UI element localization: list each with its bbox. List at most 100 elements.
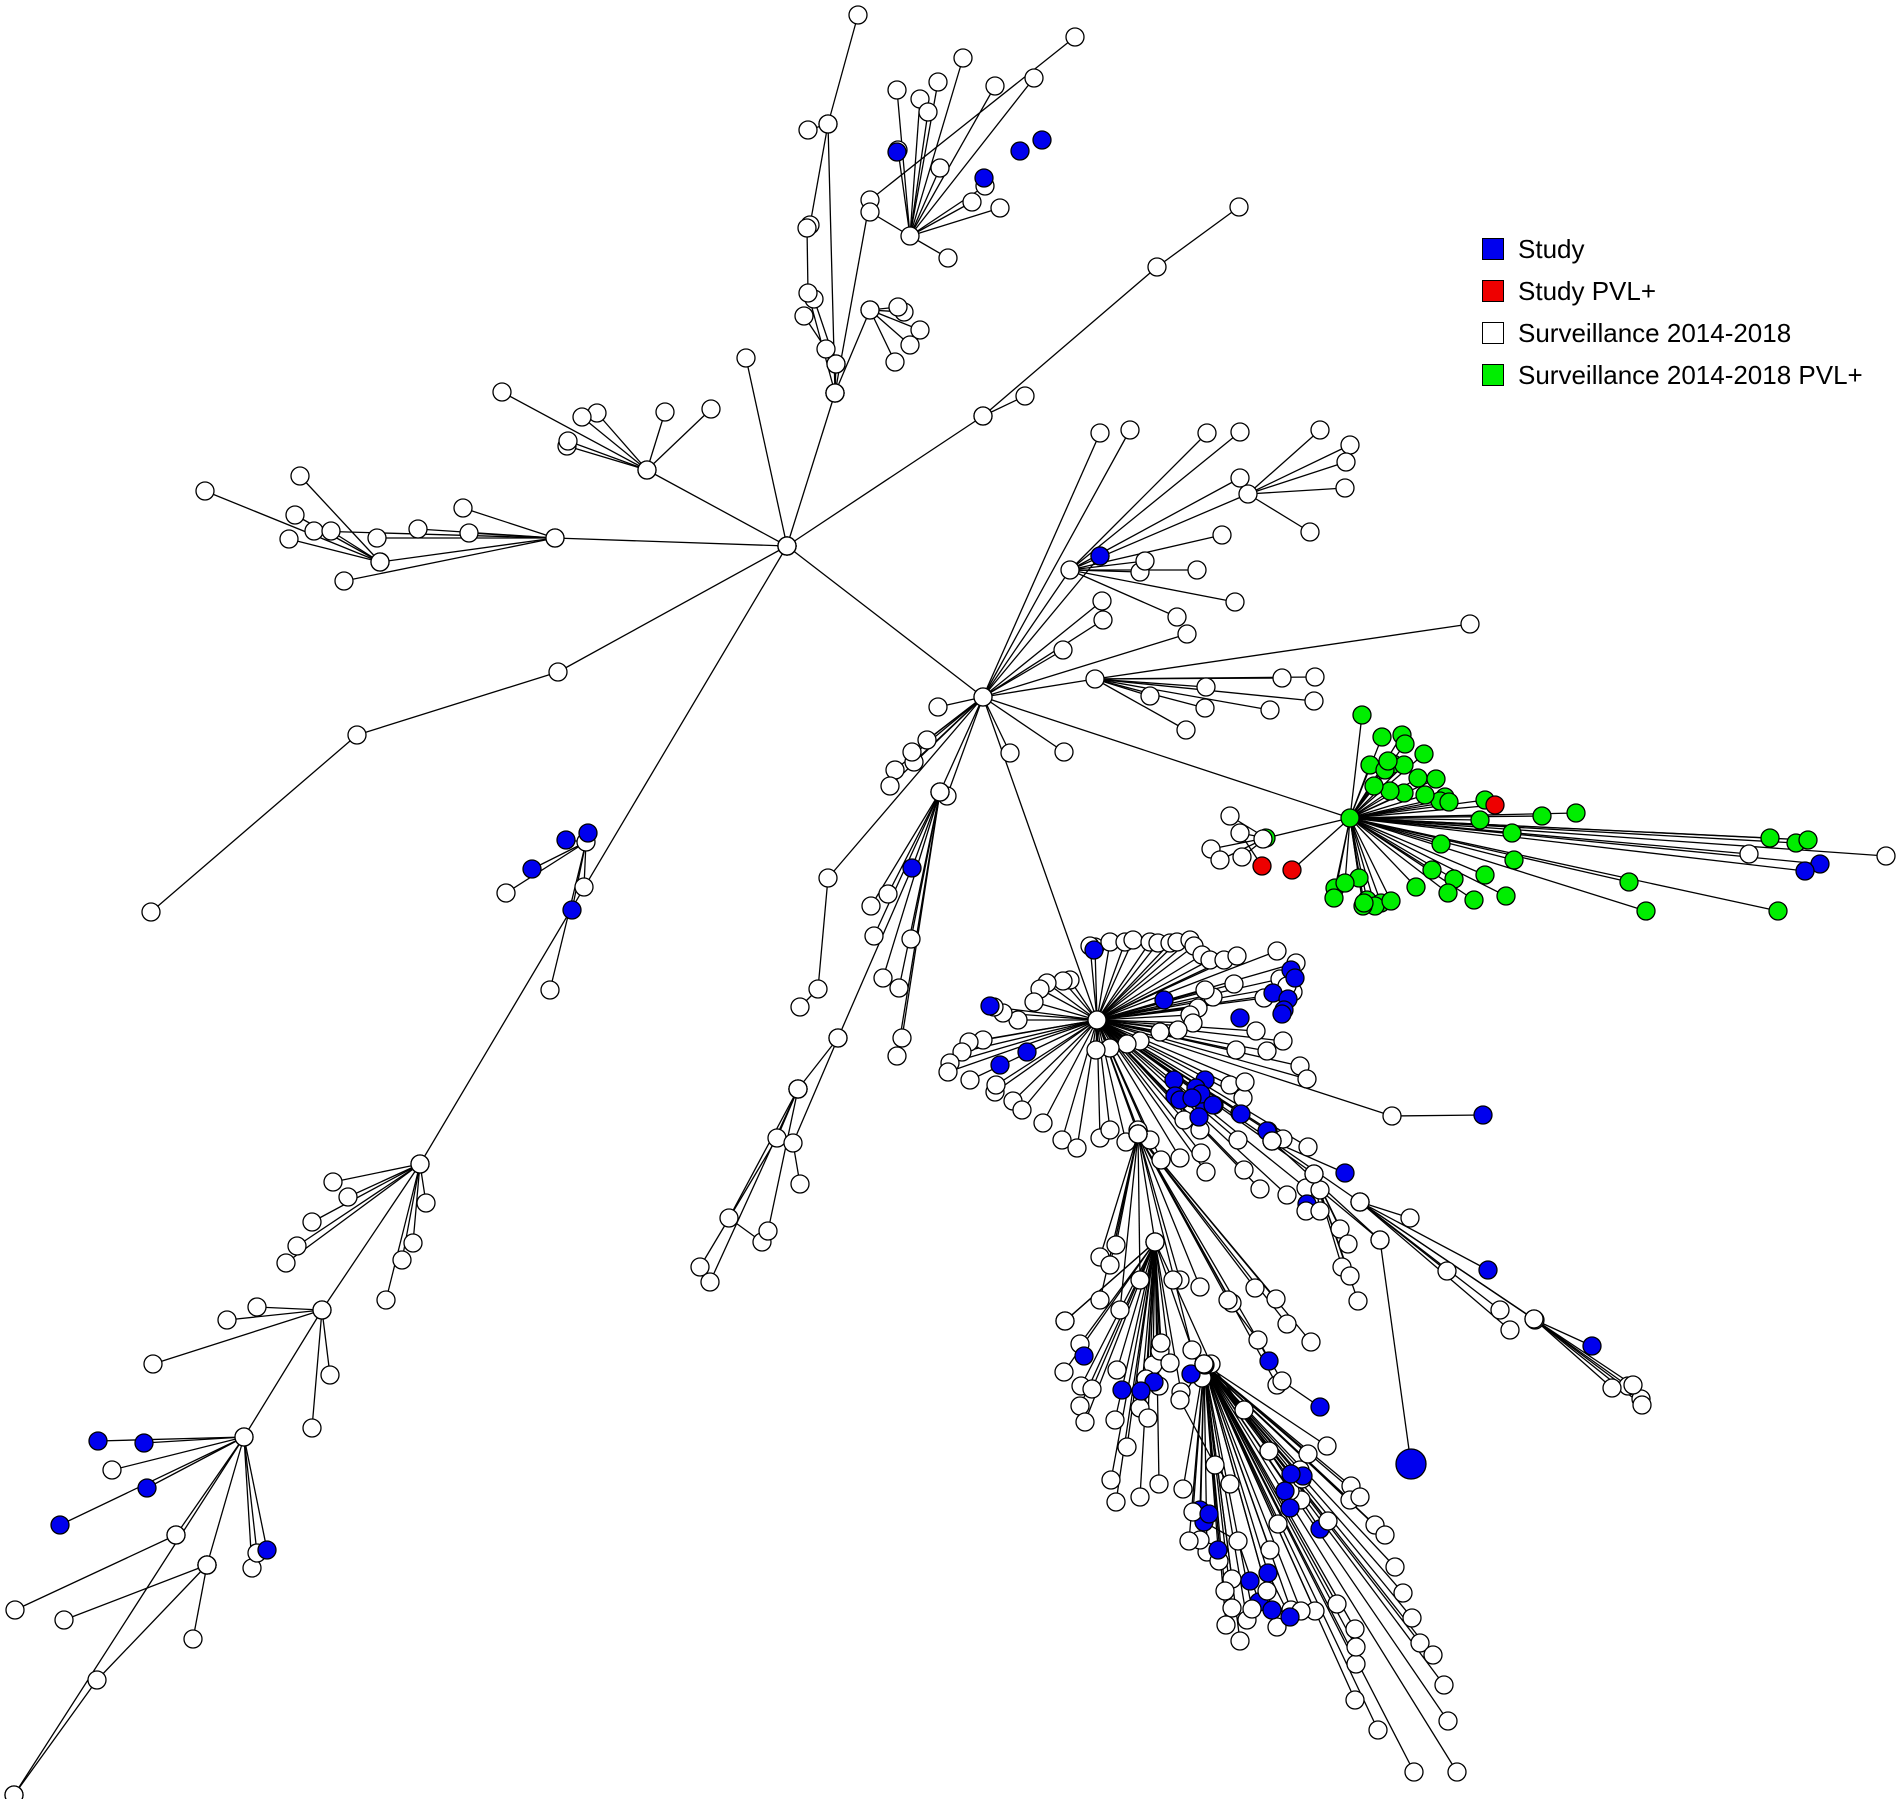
study-node — [257, 1540, 277, 1560]
surveillance-node — [1222, 1598, 1242, 1618]
surveillance-node — [217, 1310, 237, 1330]
surveillance-node — [1090, 1290, 1110, 1310]
surveillance-node — [1151, 1333, 1171, 1353]
surveillance-node — [873, 968, 893, 988]
surveillance-node — [1346, 1637, 1366, 1657]
study-node — [1189, 1107, 1209, 1127]
surveillance-node — [285, 505, 305, 525]
surveillance-node — [798, 120, 818, 140]
tree-nodes — [4, 5, 1896, 1799]
study-node — [1259, 1351, 1279, 1371]
tree-edge — [646, 411, 666, 471]
tree-edge — [646, 469, 788, 547]
tree-edge — [419, 545, 788, 1165]
surveillance-node — [816, 339, 836, 359]
tree-edge — [1349, 817, 1486, 876]
surveillance-node — [790, 997, 810, 1017]
surveillance-node — [826, 354, 846, 374]
surveillance-node — [736, 348, 756, 368]
tree-edge — [1096, 941, 1126, 1021]
surveillance-node — [900, 226, 920, 246]
surveillance-node — [496, 883, 516, 903]
tree-edge — [1116, 1241, 1156, 1371]
legend-item-surveillance: Surveillance 2014-2018 — [1482, 312, 1863, 354]
tree-edge — [1064, 1241, 1156, 1322]
tree-edge — [1247, 429, 1321, 495]
surveillance-node — [1350, 1487, 1370, 1507]
tree-edge — [192, 1564, 208, 1640]
study-node — [137, 1478, 157, 1498]
surveillance-node — [1238, 484, 1258, 504]
tree-edge — [1096, 1019, 1111, 1131]
surveillance-node — [1277, 1314, 1297, 1334]
tree-edge — [1096, 941, 1151, 1021]
study-node — [1275, 1481, 1295, 1501]
tree-edge — [1096, 1014, 1191, 1021]
tree-edge — [347, 1163, 421, 1198]
surveillance-node — [889, 978, 909, 998]
surveillance-pvl-node — [1414, 744, 1434, 764]
surveillance-node — [1228, 1531, 1248, 1551]
tree-edge — [1359, 1201, 1536, 1321]
surveillance-node — [1107, 1360, 1127, 1380]
surveillance-node — [1105, 1410, 1125, 1430]
surveillance-node — [1335, 478, 1355, 498]
tree-edge — [1033, 1001, 1098, 1021]
surveillance-node — [1170, 1390, 1190, 1410]
tree-edge — [1349, 799, 1486, 819]
surveillance-pvl-node — [1352, 705, 1372, 725]
surveillance-node — [323, 1172, 343, 1192]
surveillance-node — [1110, 1300, 1130, 1320]
surveillance-node — [1082, 1379, 1102, 1399]
tree-edge — [1172, 1279, 1212, 1365]
study-node — [1164, 1070, 1184, 1090]
surveillance-node — [1052, 1130, 1072, 1150]
surveillance-node — [1190, 1277, 1210, 1297]
tree-edge — [1203, 1363, 1379, 1731]
surveillance-node — [719, 1208, 739, 1228]
surveillance-pvl-node — [1340, 808, 1360, 828]
surveillance-node — [1092, 591, 1112, 611]
tree-edge — [1349, 817, 1779, 912]
surveillance-pvl-node — [1406, 877, 1426, 897]
surveillance-node — [1216, 1615, 1236, 1635]
surveillance-node — [952, 1042, 972, 1062]
tree-edge — [982, 633, 1188, 698]
surveillance-node — [1138, 1408, 1158, 1428]
tree-edge — [792, 1037, 839, 1144]
surveillance-node — [1327, 1594, 1347, 1614]
tree-edge — [1203, 1363, 1269, 1574]
tree-edge — [982, 555, 1101, 698]
surveillance-node — [1130, 1270, 1150, 1290]
tree-edge — [806, 227, 809, 294]
surveillance-node — [1147, 257, 1167, 277]
surveillance-node — [1151, 1150, 1171, 1170]
study-node — [1203, 1095, 1223, 1115]
surveillance-node — [234, 1427, 254, 1447]
surveillance-node — [1191, 1143, 1211, 1163]
surveillance-node — [1368, 1720, 1388, 1740]
tree-edge — [1349, 817, 1806, 872]
tree-edge — [1137, 1133, 1181, 1281]
tree-edge — [1096, 959, 1211, 1021]
tree-edge — [982, 429, 1131, 698]
surveillance-node — [1230, 422, 1250, 442]
surveillance-node — [880, 776, 900, 796]
legend-swatch-surveillance-pvl — [1482, 364, 1504, 386]
tree-edge — [982, 432, 1101, 698]
surveillance-node — [183, 1629, 203, 1649]
surveillance-node — [1054, 742, 1074, 762]
study-node — [50, 1515, 70, 1535]
tree-edge — [898, 791, 941, 989]
tree-edge — [1349, 817, 1771, 839]
tree-edge — [379, 537, 556, 563]
tree-edge — [911, 791, 941, 869]
tree-edge — [646, 408, 712, 471]
tree-edge — [897, 149, 911, 237]
surveillance-node — [1226, 1040, 1246, 1060]
surveillance-node — [1310, 1201, 1330, 1221]
surveillance-node — [1297, 1069, 1317, 1089]
surveillance-pvl-node — [1502, 823, 1522, 843]
surveillance-node — [416, 1193, 436, 1213]
study-node — [1280, 1607, 1300, 1627]
